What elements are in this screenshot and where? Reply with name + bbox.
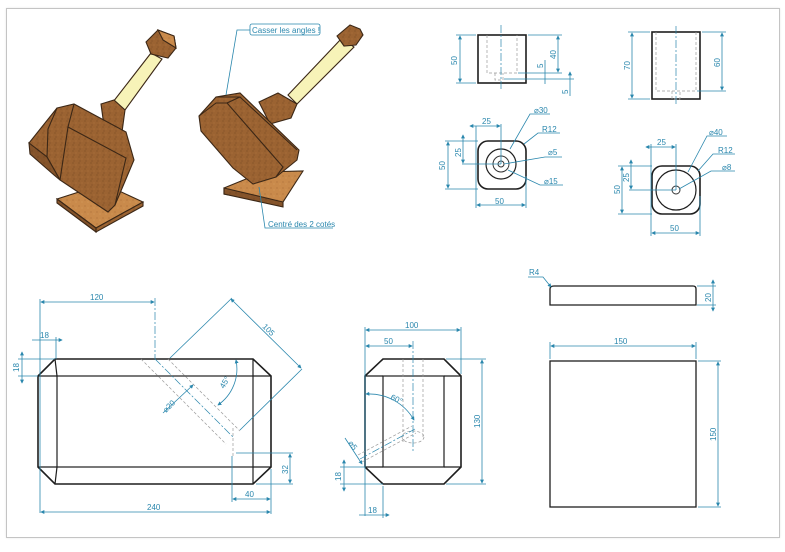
dim-text: 70 (623, 61, 632, 70)
dim-text: ⌀5 (346, 439, 359, 452)
dim-text: 18 (368, 506, 377, 515)
dim-text: 32 (281, 465, 290, 474)
dim-text: 50 (613, 185, 622, 194)
mallet-3d-view-right (198, 24, 364, 208)
head-side-view: 100 50 60° ⌀5 130 18 18 (334, 321, 486, 518)
dim-text: 20 (704, 293, 713, 302)
dim-text: 50 (670, 224, 679, 233)
base-top-view: 150 150 (549, 337, 721, 508)
dim-text: 25 (482, 117, 491, 126)
head-front-view: 120 18 18 105 ⌀20 45° 32 40 240 (12, 293, 303, 514)
dim-text: 5 (561, 89, 570, 94)
dim-text: 25 (657, 138, 666, 147)
dim-text: 120 (90, 293, 104, 302)
dim-text: 60 (713, 58, 722, 67)
dim-text: 150 (614, 337, 628, 346)
dim-text: 50 (450, 56, 459, 65)
callout-break-edges-text: Casser les angles ! (252, 26, 320, 35)
dim-text: 60° (389, 393, 404, 406)
mallet-3d-view-left (28, 28, 177, 234)
dim-text: 100 (405, 321, 419, 330)
dim-text: 25 (622, 173, 631, 182)
callout-break-edges: Casser les angles ! (225, 23, 321, 96)
dim-text: 25 (454, 148, 463, 157)
dim-text: 40 (245, 490, 254, 499)
dim-text: ⌀5 (548, 148, 558, 157)
collar-front-view: 70 60 (623, 26, 726, 104)
callout-centered-text: Centré des 2 cotés (268, 220, 335, 229)
handle-cap-front-view: 50 40 5 5 (450, 25, 574, 96)
dim-text: 40 (549, 50, 558, 59)
dim-text: 18 (40, 331, 49, 340)
dim-text: 50 (384, 337, 393, 346)
dim-text: ⌀30 (534, 106, 548, 115)
dim-text: ⌀20 (161, 398, 177, 414)
collar-top-view: 50 25 50 25 ⌀40 R12 ⌀8 (613, 128, 735, 236)
dim-text: 50 (438, 161, 447, 170)
dim-text: 105 (261, 322, 277, 338)
dim-text: R12 (718, 146, 733, 155)
dim-text: 45° (218, 375, 232, 390)
dim-text: ⌀8 (722, 163, 732, 172)
handle-cap-top-view: 50 25 50 25 ⌀30 R12 ⌀5 ⌀15 (438, 106, 563, 208)
dim-text: 150 (709, 427, 718, 441)
dim-text: ⌀40 (709, 128, 723, 137)
dim-text: 130 (473, 414, 482, 428)
dim-text: ⌀15 (544, 177, 558, 186)
dim-text: 18 (334, 472, 343, 481)
dim-text: 240 (147, 503, 161, 512)
dim-text: 5 (536, 63, 545, 68)
dim-text: R4 (529, 268, 540, 277)
dim-text: R12 (542, 125, 557, 134)
dim-text: 18 (12, 363, 21, 372)
dim-text: 50 (495, 197, 504, 206)
callout-centered: Centré des 2 cotés (258, 186, 335, 229)
base-side-view: R4 20 (528, 268, 716, 312)
